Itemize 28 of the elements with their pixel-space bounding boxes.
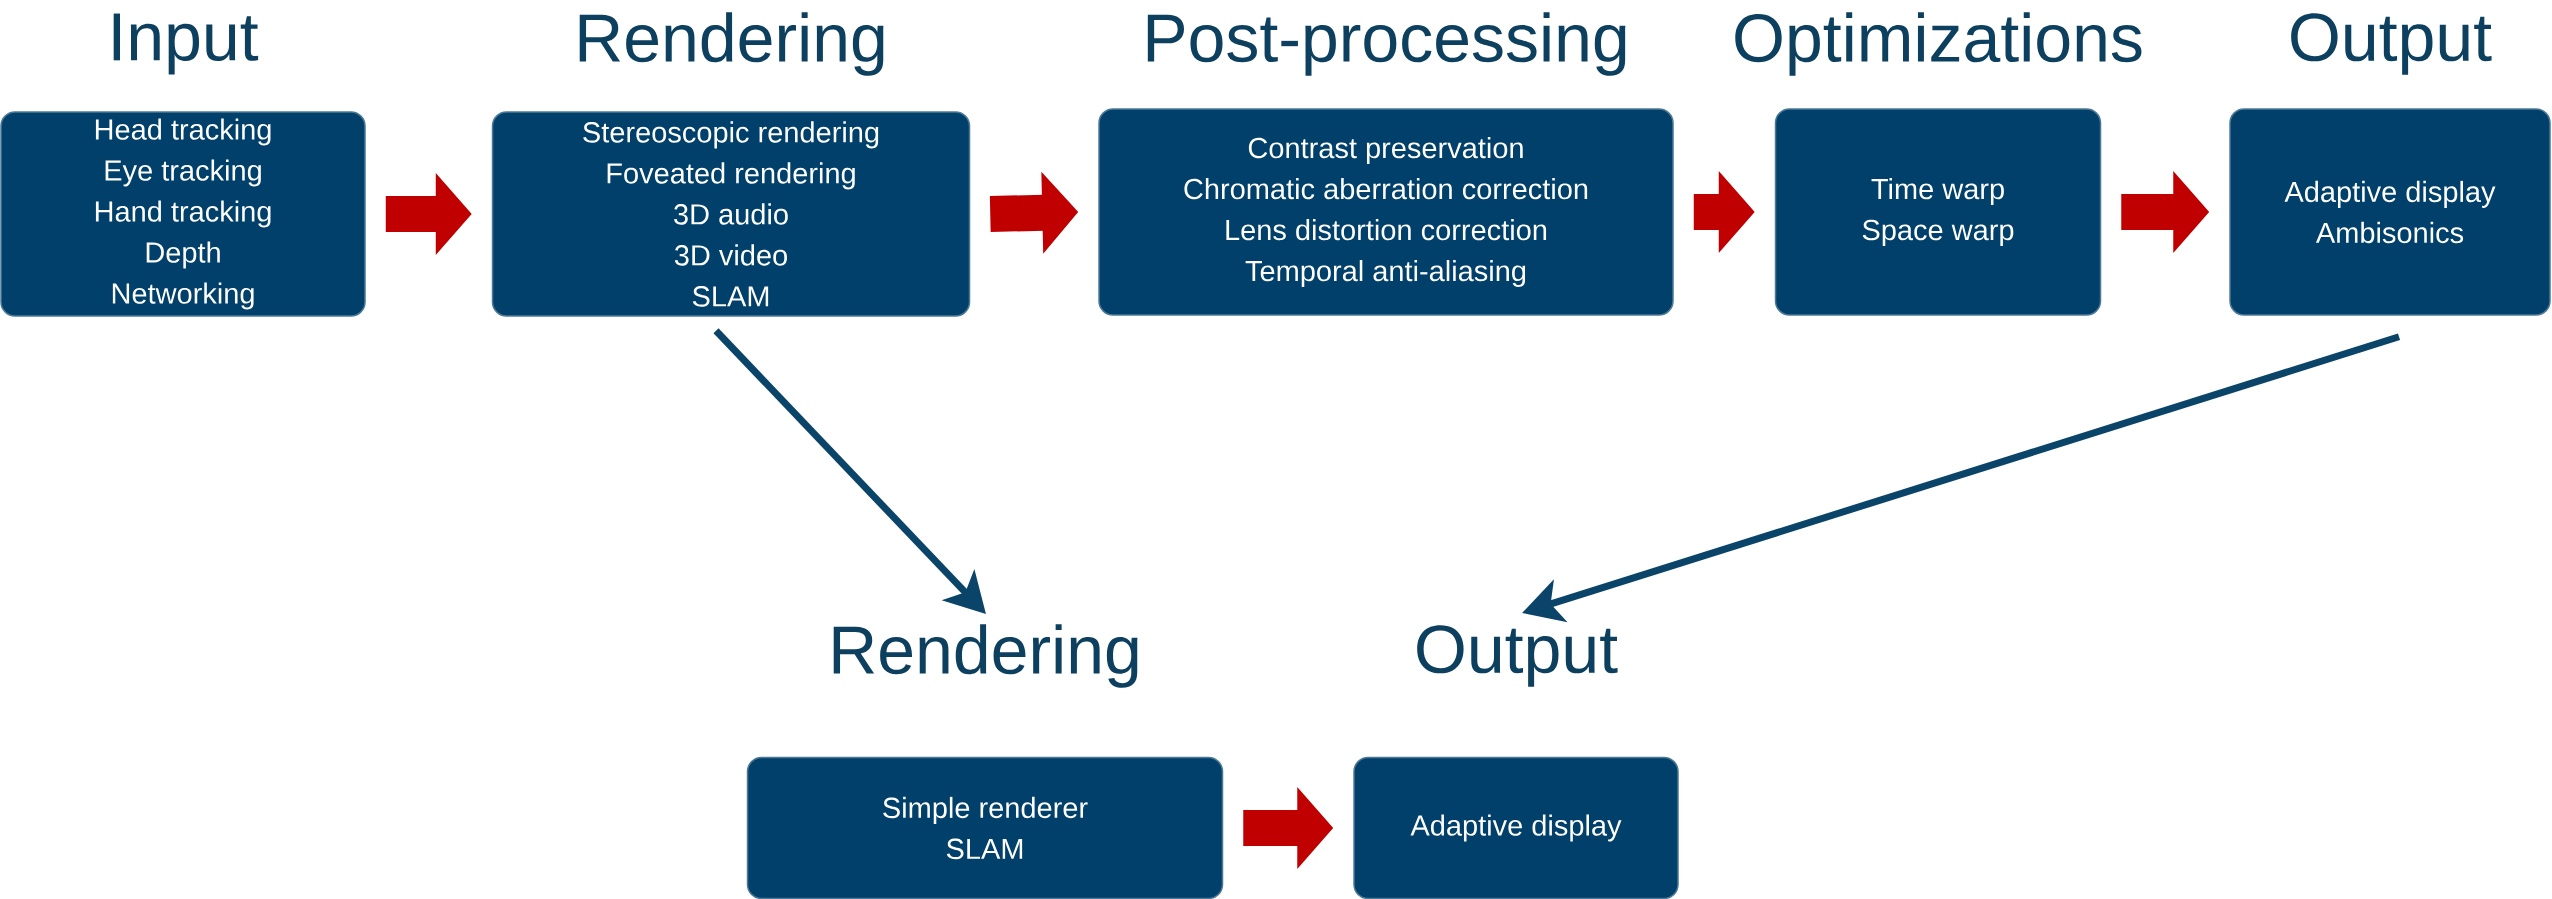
node-label: Foveated rendering <box>607 162 855 190</box>
node-label: Networking <box>112 282 254 310</box>
process-box: Simple renderer SLAM <box>746 756 1224 899</box>
process-box: Head tracking Eye tracking Hand tracking Depth Networking <box>0 111 366 317</box>
node-label: Head tracking <box>95 118 271 146</box>
node-label: Eye tracking <box>105 159 261 187</box>
heading: Output <box>2291 13 2492 75</box>
node-label: Temporal anti-aliasing <box>1245 259 1526 288</box>
process-box: Adaptive display <box>1353 756 1679 899</box>
node-label: 3D audio <box>674 203 788 225</box>
node-label: Lens distortion correction <box>1226 218 1547 241</box>
heading: Rendering <box>579 12 884 76</box>
node-label: Depth <box>146 241 220 269</box>
heading: Optimizations <box>1735 12 2142 76</box>
node-label: 3D video <box>674 244 787 266</box>
heading: Output <box>1417 625 1618 687</box>
node-label: SLAM <box>692 286 769 307</box>
node-label: Contrast preservation <box>1248 136 1523 165</box>
process-box: Stereoscopic rendering Foveated rendering 3D audio 3D video SLAM <box>491 111 971 317</box>
node-label: Hand tracking <box>95 200 271 228</box>
heading: Input <box>113 13 259 75</box>
process-box: Adaptive display Ambisonics <box>2229 108 2551 316</box>
heading: Rendering <box>833 624 1138 688</box>
heading: Post-processing <box>1147 12 1626 76</box>
node-label: Chromatic aberration correction <box>1184 177 1588 200</box>
node-label: Stereoscopic rendering <box>583 121 879 149</box>
process-box: Contrast preservation Chromatic aberration correction Lens distortion correction Temporal anti-aliasing <box>1098 108 1674 316</box>
process-box: Time warp Space warp <box>1774 108 2102 316</box>
